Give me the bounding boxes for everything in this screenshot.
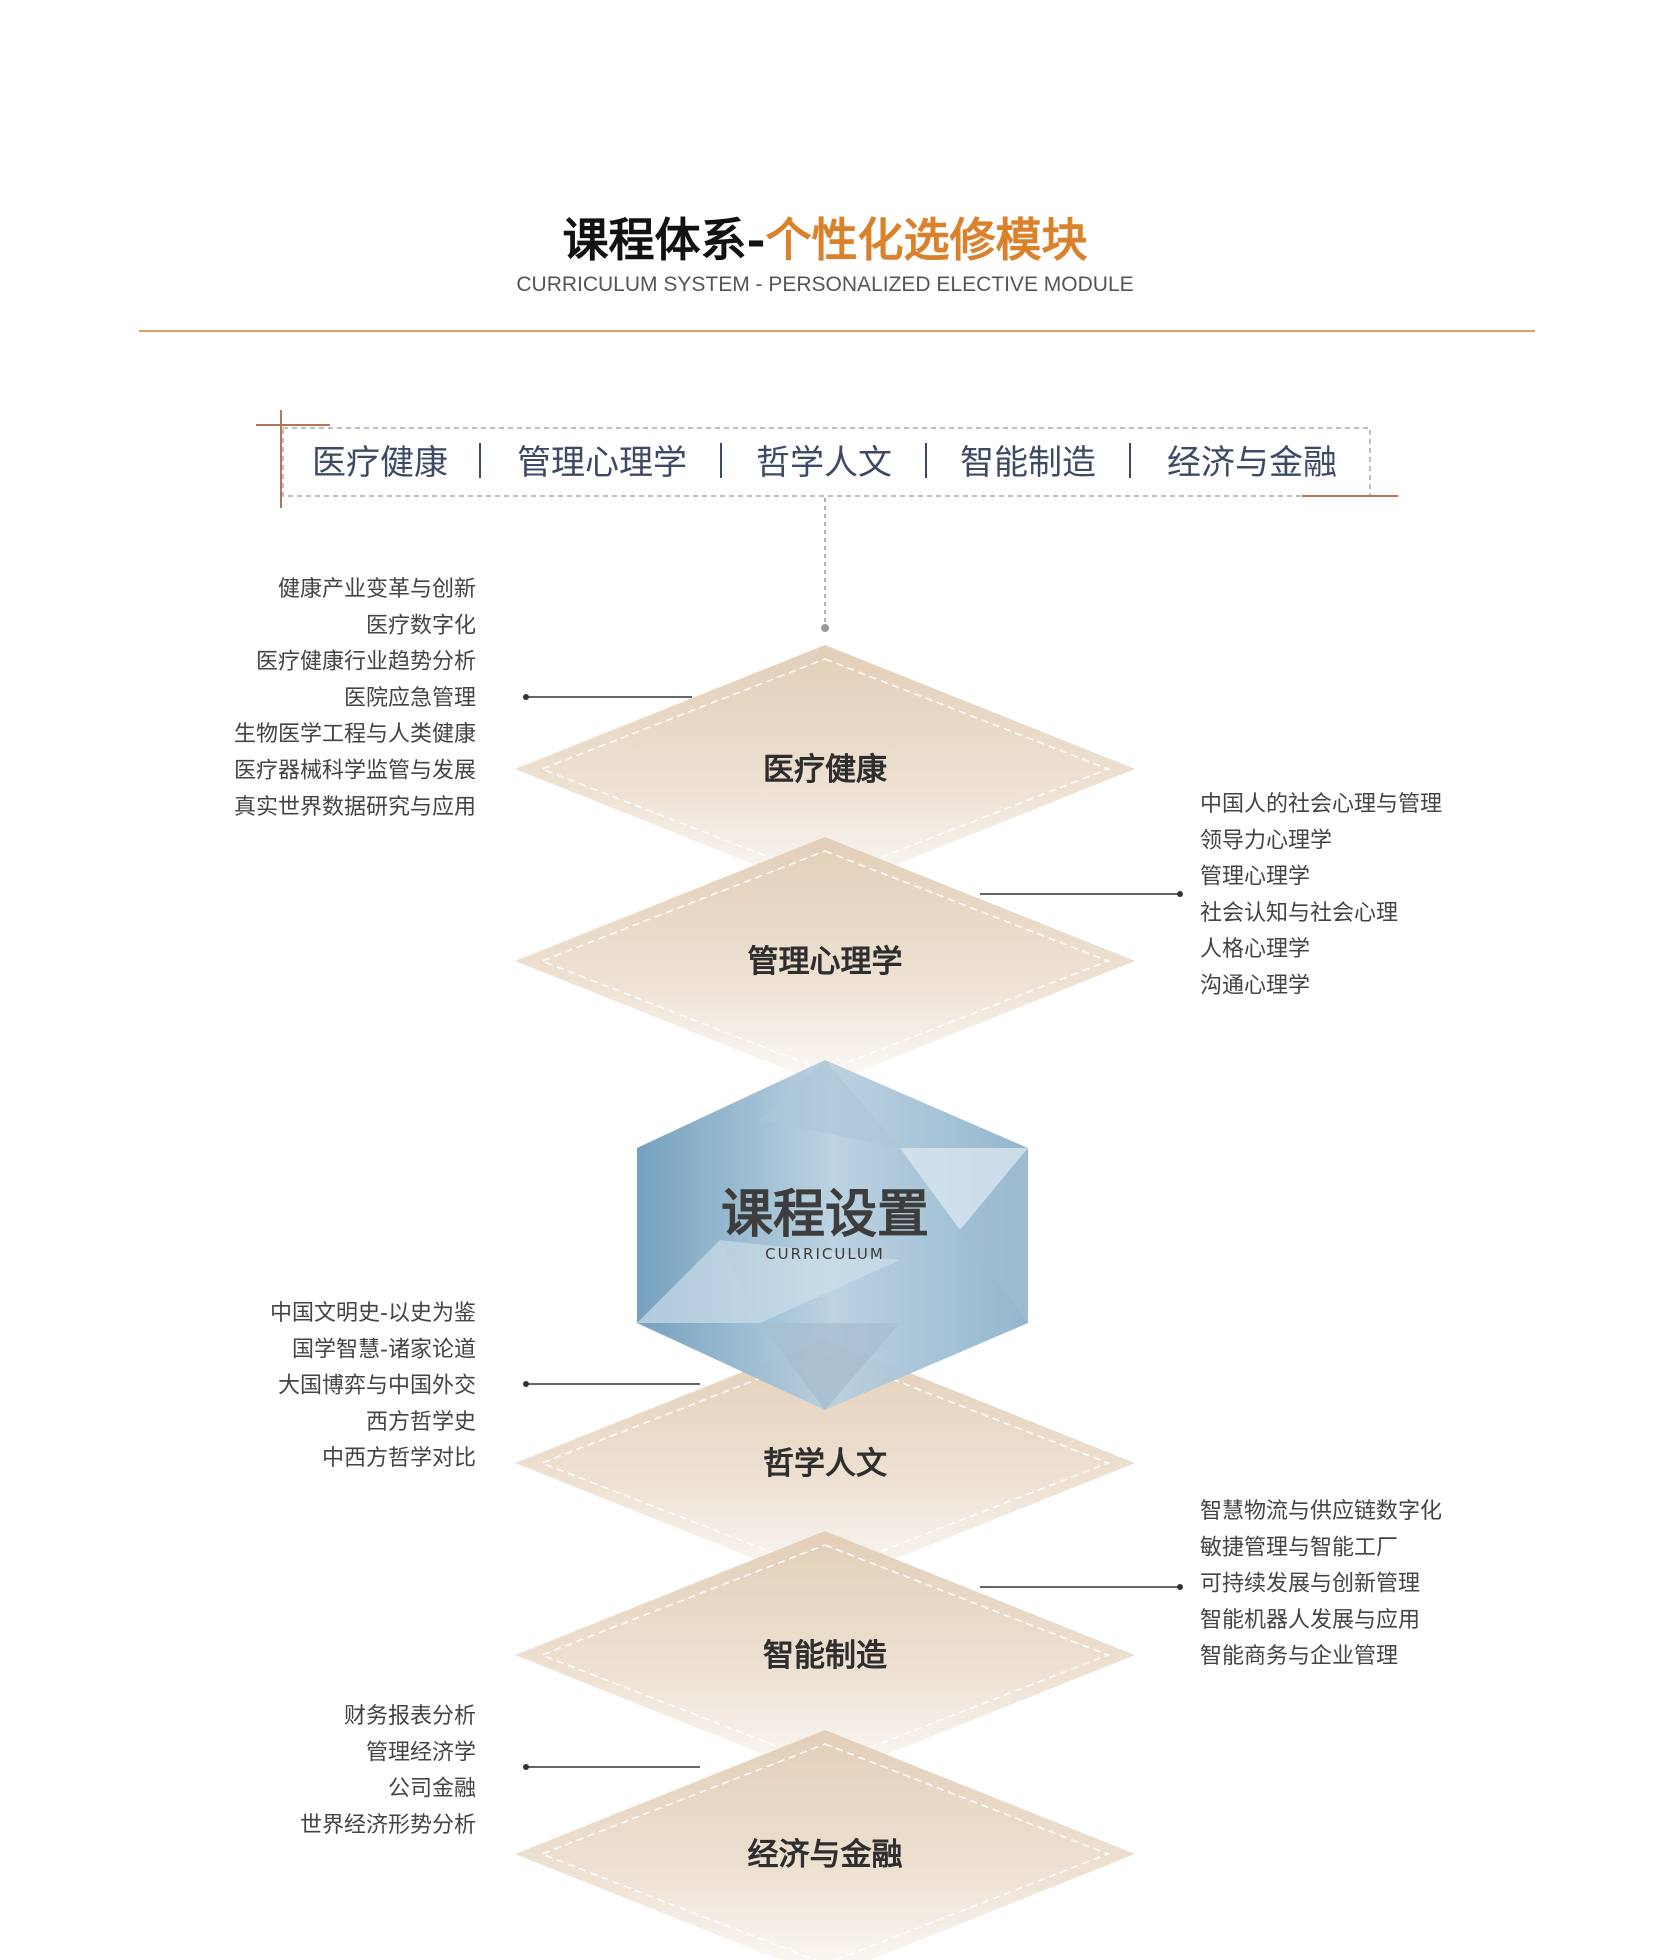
center-subtitle: CURRICULUM (765, 1245, 885, 1263)
course-item: 智能机器人发展与应用 (1200, 1608, 1420, 1633)
course-item: 敏捷管理与智能工厂 (1200, 1535, 1398, 1560)
diamond-shape (515, 1531, 1135, 1779)
course-list-right: 中国人的社会心理与管理领导力心理学管理心理学社会认知与社会心理人格心理学沟通心理… (980, 792, 1442, 999)
course-item: 国学智慧-诸家论道 (292, 1337, 476, 1362)
diamond-dashed-border (539, 1743, 1111, 1960)
connector-dot (523, 1764, 529, 1770)
module-diamond: 哲学人文 (515, 1339, 1135, 1587)
course-item: 医院应急管理 (344, 686, 476, 711)
course-item: 可持续发展与创新管理 (1200, 1572, 1420, 1597)
course-item: 管理经济学 (366, 1740, 476, 1765)
module-diamond: 医疗健康 (515, 645, 1135, 893)
course-item: 财务报表分析 (344, 1704, 476, 1729)
course-list-left: 健康产业变革与创新医疗数字化医疗健康行业趋势分析医院应急管理生物医学工程与人类健… (234, 577, 692, 820)
tab-psychology: 管理心理学 (517, 443, 687, 483)
tab-medical: 医疗健康 (312, 443, 448, 483)
course-item: 公司金融 (388, 1777, 476, 1802)
course-item: 中国文明史-以史为鉴 (270, 1301, 476, 1326)
diamond-label: 管理心理学 (748, 944, 903, 980)
tab-finance: 经济与金融 (1167, 443, 1337, 483)
course-item: 大国博弈与中国外交 (278, 1374, 476, 1399)
course-item: 管理心理学 (1200, 865, 1310, 890)
tab-manufacturing: 智能制造 (960, 443, 1096, 483)
diamond-shape (515, 1730, 1135, 1960)
diamond-dashed-border (539, 1544, 1111, 1766)
course-item: 沟通心理学 (1200, 974, 1310, 999)
course-item: 医疗数字化 (366, 613, 476, 638)
course-item: 中西方哲学对比 (322, 1446, 476, 1471)
diamond-dashed-border (539, 850, 1111, 1072)
page-subtitle: CURRICULUM SYSTEM - PERSONALIZED ELECTIV… (516, 273, 1133, 296)
connector-dot (1177, 891, 1183, 897)
diamond-shape (515, 1339, 1135, 1587)
diamond-shape (515, 645, 1135, 893)
diamond-dashed-border (539, 1352, 1111, 1574)
connector-dot (1177, 1584, 1183, 1590)
module-diamond: 管理心理学 (515, 837, 1135, 1085)
diamond-dashed-border (539, 658, 1111, 880)
module-diamond: 智能制造 (515, 1531, 1135, 1779)
course-item: 智慧物流与供应链数字化 (1200, 1499, 1442, 1524)
course-item: 健康产业变革与创新 (278, 577, 476, 602)
course-list-right: 智慧物流与供应链数字化敏捷管理与智能工厂可持续发展与创新管理智能机器人发展与应用… (980, 1499, 1442, 1669)
course-item: 世界经济形势分析 (300, 1813, 476, 1838)
center-hexagon: 课程设置 CURRICULUM (637, 1060, 1028, 1410)
connector-dot (523, 694, 529, 700)
course-item: 人格心理学 (1200, 937, 1310, 962)
course-item: 医疗器械科学监管与发展 (234, 759, 476, 784)
tab-philosophy: 哲学人文 (756, 443, 892, 483)
connector-dot (523, 1381, 529, 1387)
page-title: 课程体系-个性化选修模块 (562, 213, 1087, 267)
module-diamond: 经济与金融 (515, 1730, 1135, 1960)
diamond-label: 医疗健康 (763, 752, 888, 788)
diamond-label: 智能制造 (763, 1638, 887, 1674)
course-item: 生物医学工程与人类健康 (234, 722, 476, 747)
diamond-shape (515, 837, 1135, 1085)
center-title: 课程设置 (721, 1185, 929, 1245)
course-item: 社会认知与社会心理 (1200, 901, 1398, 926)
course-item: 真实世界数据研究与应用 (234, 795, 476, 820)
connector-dot (821, 624, 829, 632)
course-item: 中国人的社会心理与管理 (1200, 792, 1442, 817)
diamond-label: 哲学人文 (763, 1446, 887, 1482)
module-tab-bar: 医疗健康 管理心理学 哲学人文 智能制造 经济与金融 (256, 410, 1398, 508)
course-item: 医疗健康行业趋势分析 (256, 650, 476, 675)
diamond-label: 经济与金融 (748, 1837, 903, 1873)
course-item: 智能商务与企业管理 (1200, 1644, 1398, 1669)
course-item: 领导力心理学 (1200, 828, 1332, 853)
course-item: 西方哲学史 (366, 1410, 476, 1435)
